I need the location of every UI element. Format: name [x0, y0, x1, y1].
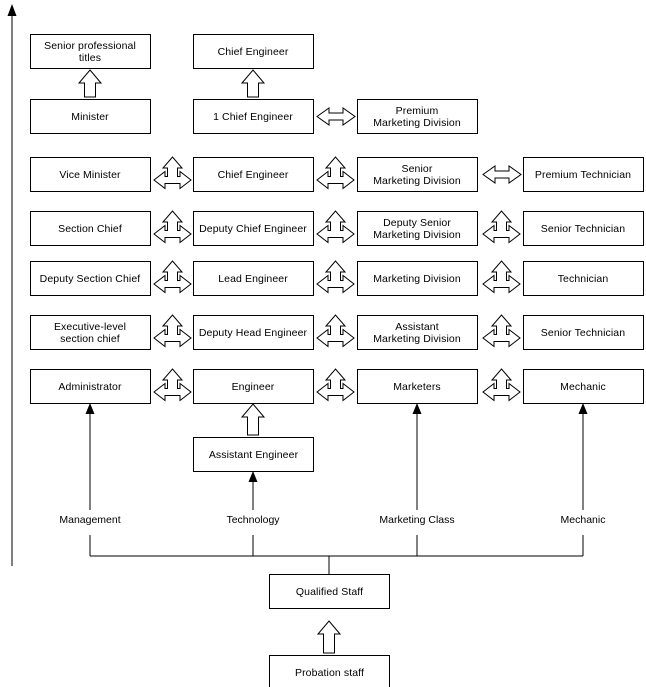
node-label: Premium Technician [534, 168, 632, 181]
node-box[interactable]: 1 Chief Engineer [192, 99, 314, 134]
node-label: Technician [557, 272, 609, 285]
tri-arrow-row5-mgmt-tech [153, 260, 192, 294]
node-box[interactable]: Premium Technician [522, 157, 644, 192]
tri-arrow-row5-tech-marketing [316, 260, 355, 294]
column-label-management: Management [59, 514, 121, 526]
node-label: Marketers [393, 380, 441, 393]
node-box[interactable]: Deputy Chief Engineer [192, 211, 314, 246]
node-box[interactable]: Senior professional titles [29, 34, 151, 69]
tri-arrow-row4-mgmt-tech [153, 210, 192, 244]
node-box[interactable]: Marketing Division [356, 261, 478, 296]
column-label-technology: Technology [226, 514, 280, 526]
node-label: Senior Technician [540, 326, 626, 339]
node-box[interactable]: Section Chief [29, 211, 151, 246]
node-label: Mechanic [560, 380, 606, 393]
node-label: Lead Engineer [218, 272, 288, 285]
node-label: Vice Minister [59, 168, 121, 181]
node-label: Senior professional titles [44, 39, 136, 64]
tri-arrow-row4-marketing-mechanic [482, 210, 521, 244]
feed-line-technology [248, 471, 258, 510]
tri-arrow-row6-tech-marketing [316, 314, 355, 348]
node-label: Deputy Chief Engineer [199, 222, 307, 235]
node-box[interactable]: Vice Minister [29, 157, 151, 192]
node-box[interactable]: Deputy Head Engineer [192, 315, 314, 350]
tri-arrow-row6-mgmt-tech [153, 314, 192, 348]
node-box[interactable]: Engineer [192, 369, 314, 404]
node-label: Senior Technician [540, 222, 626, 235]
node-label: Chief Engineer [217, 45, 289, 58]
tri-arrow-row5-marketing-mechanic [482, 260, 521, 294]
vertical-rank-axis [7, 4, 17, 566]
node-box[interactable]: Marketers [356, 369, 478, 404]
tri-arrow-row3-mgmt-tech [153, 156, 192, 190]
node-box-qualified-staff[interactable]: Qualified Staff [269, 574, 390, 609]
bi-arrow-row3-marketing-mechanic [482, 165, 522, 184]
column-label-mechanic: Mechanic [560, 514, 606, 526]
node-label: Minister [71, 110, 109, 123]
node-label: Administrator [58, 380, 122, 393]
qualified-staff-bracket [89, 535, 584, 574]
tri-arrow-row6-marketing-mechanic [482, 314, 521, 348]
node-box[interactable]: Minister [29, 99, 151, 134]
node-box[interactable]: Lead Engineer [192, 261, 314, 296]
node-box[interactable]: Deputy Section Chief [29, 261, 151, 296]
node-label: Probation staff [294, 666, 365, 679]
tri-arrow-row3-tech-marketing [316, 156, 355, 190]
up-arrow-1chief-to-chief-engineer [240, 69, 266, 98]
tri-arrow-row7-marketing-mechanic [482, 368, 521, 402]
feed-line-marketing [412, 403, 422, 510]
node-box[interactable]: Senior Technician [522, 315, 644, 350]
node-label: Assistant Engineer [208, 448, 299, 461]
node-label: Section Chief [58, 222, 122, 235]
node-box[interactable]: Senior Technician [522, 211, 644, 246]
node-box[interactable]: Mechanic [522, 369, 644, 404]
node-label: Chief Engineer [217, 168, 289, 181]
bi-arrow-row2-tech-marketing [316, 107, 356, 126]
tri-arrow-row7-tech-marketing [316, 368, 355, 402]
up-arrow-probation-to-qualified [316, 620, 342, 654]
node-label: Deputy Head Engineer [198, 326, 308, 339]
node-label: Deputy Section Chief [39, 272, 141, 285]
node-label: 1 Chief Engineer [213, 110, 293, 123]
column-label-marketing: Marketing Class [379, 514, 455, 526]
node-label: Qualified Staff [295, 585, 364, 598]
tri-arrow-row4-tech-marketing [316, 210, 355, 244]
node-label: Marketing Division [373, 272, 461, 285]
node-label: Engineer [231, 380, 275, 393]
node-box-assistant-engineer[interactable]: Assistant Engineer [193, 437, 314, 472]
tri-arrow-row7-mgmt-tech [153, 368, 192, 402]
node-box[interactable]: Chief Engineer [192, 34, 314, 69]
up-arrow-minister-to-senior-titles [77, 69, 103, 98]
node-box[interactable]: Technician [522, 261, 644, 296]
feed-line-mechanic [578, 403, 588, 510]
feed-line-management [85, 403, 95, 510]
node-box-probation-staff[interactable]: Probation staff [269, 655, 390, 687]
node-box[interactable]: Administrator [29, 369, 151, 404]
up-arrow-assistant-to-engineer [240, 403, 266, 436]
node-box[interactable]: Chief Engineer [192, 157, 314, 192]
